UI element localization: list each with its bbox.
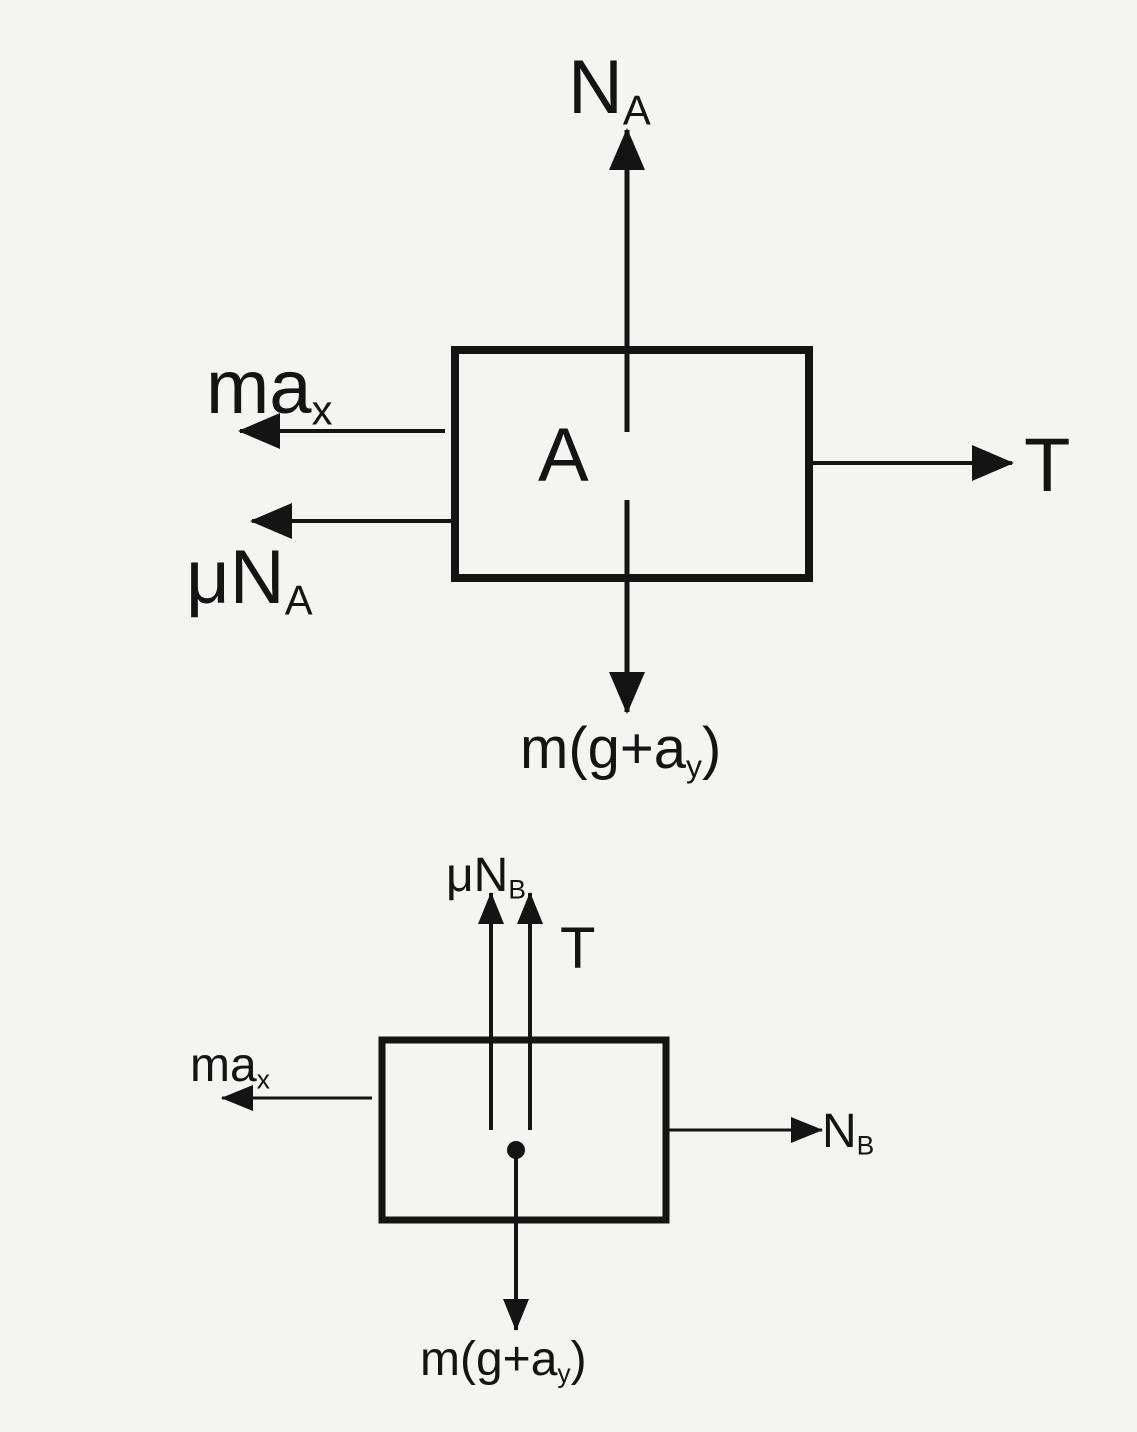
label-block-a: A (538, 413, 589, 498)
label-weight-a: m(g+ay) (520, 716, 722, 784)
label-tension-a: T (1024, 423, 1071, 508)
label-normal-a: NA (568, 45, 651, 134)
label-friction-b: μNB (446, 849, 526, 905)
block-b (378, 1036, 670, 1224)
label-weight-b: m(g+ay) (420, 1333, 587, 1389)
block-a (451, 346, 813, 582)
label-tension-b: T (560, 916, 596, 981)
diagram-b (221, 892, 823, 1331)
label-inertial-a: max (206, 345, 333, 434)
label-inertial-b: max (190, 1039, 270, 1095)
label-normal-b: NB (822, 1105, 875, 1161)
diagram-a (238, 128, 1014, 714)
label-friction-a: μNA (186, 535, 313, 624)
